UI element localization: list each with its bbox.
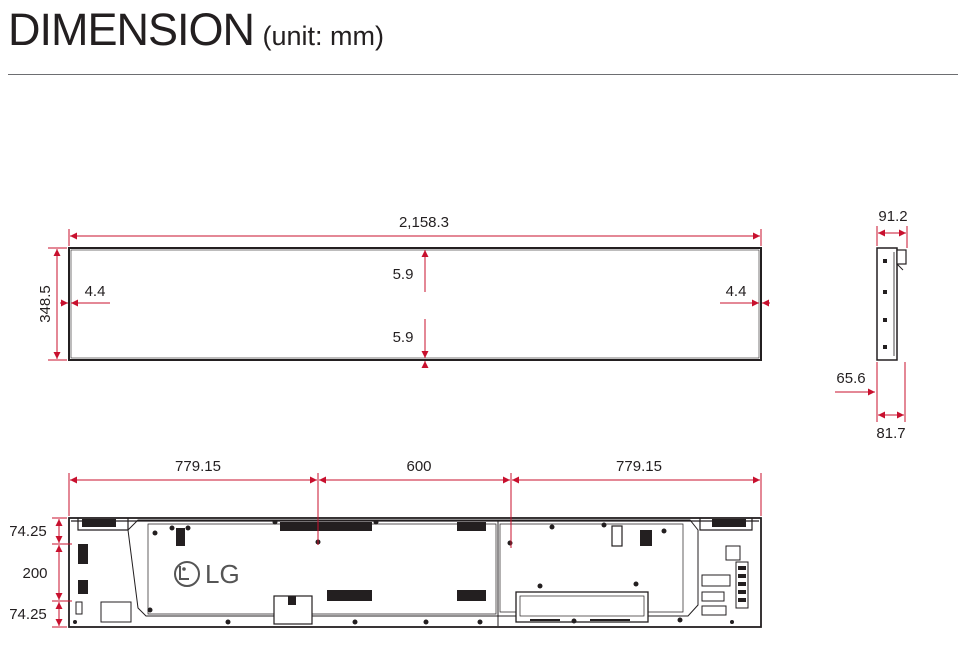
- title-divider: [8, 74, 958, 75]
- side-view: 91.2 65.6 81.7: [835, 208, 908, 442]
- side-bottom-depth-dimension: 81.7: [876, 362, 906, 442]
- page-title: DIMENSION (unit: mm): [8, 4, 384, 56]
- side-body: [876, 247, 898, 361]
- front-height-label: 348.5: [37, 285, 54, 323]
- side-depth-label: 65.6: [836, 370, 865, 387]
- rear-v-dim-1: 74.25: [9, 523, 47, 540]
- rear-h-dim-1: 779.15: [175, 458, 221, 475]
- rear-h-dim-2: 600: [406, 458, 431, 475]
- rear-v-dim-2: 200: [22, 565, 47, 582]
- bezel-bottom-label: 5.9: [393, 329, 414, 346]
- side-bracket: [896, 249, 907, 265]
- rear-vertical-dimensions: 74.25 200 74.25: [9, 517, 72, 628]
- side-top-depth-dimension: 91.2: [876, 208, 908, 248]
- title-main: DIMENSION: [8, 4, 255, 55]
- rear-view: LG 779.15 600 779.15 74.25 200 74.: [9, 458, 762, 628]
- bezel-top-label: 5.9: [393, 266, 414, 283]
- front-width-dimension: 2,158.3: [68, 214, 762, 246]
- bezel-top-dimension: 5.9: [393, 250, 429, 292]
- lg-logo: LG: [174, 559, 240, 589]
- front-view: 2,158.3 348.5 5.9 5.9 4.4: [37, 214, 770, 368]
- rear-panel-outline: [68, 517, 762, 628]
- bezel-left-dimension: 4.4: [60, 283, 110, 307]
- bezel-right-dimension: 4.4: [720, 283, 770, 307]
- bezel-bottom-dimension: 5.9: [393, 319, 429, 368]
- side-top-depth-label: 91.2: [878, 208, 907, 225]
- front-height-dimension: 348.5: [37, 247, 67, 361]
- bezel-right-label: 4.4: [726, 283, 747, 300]
- title-unit: (unit: mm): [262, 21, 384, 51]
- rear-h-dim-3: 779.15: [616, 458, 662, 475]
- front-panel-outline: [68, 247, 762, 361]
- side-depth-dimension: 65.6: [835, 362, 878, 422]
- rear-v-dim-3: 74.25: [9, 606, 47, 623]
- rear-horizontal-dimensions: 779.15 600 779.15: [68, 458, 762, 548]
- lg-logo-text: LG: [205, 559, 240, 589]
- bezel-left-label: 4.4: [85, 283, 106, 300]
- side-bottom-depth-label: 81.7: [876, 425, 905, 442]
- front-width-label: 2,158.3: [399, 214, 449, 231]
